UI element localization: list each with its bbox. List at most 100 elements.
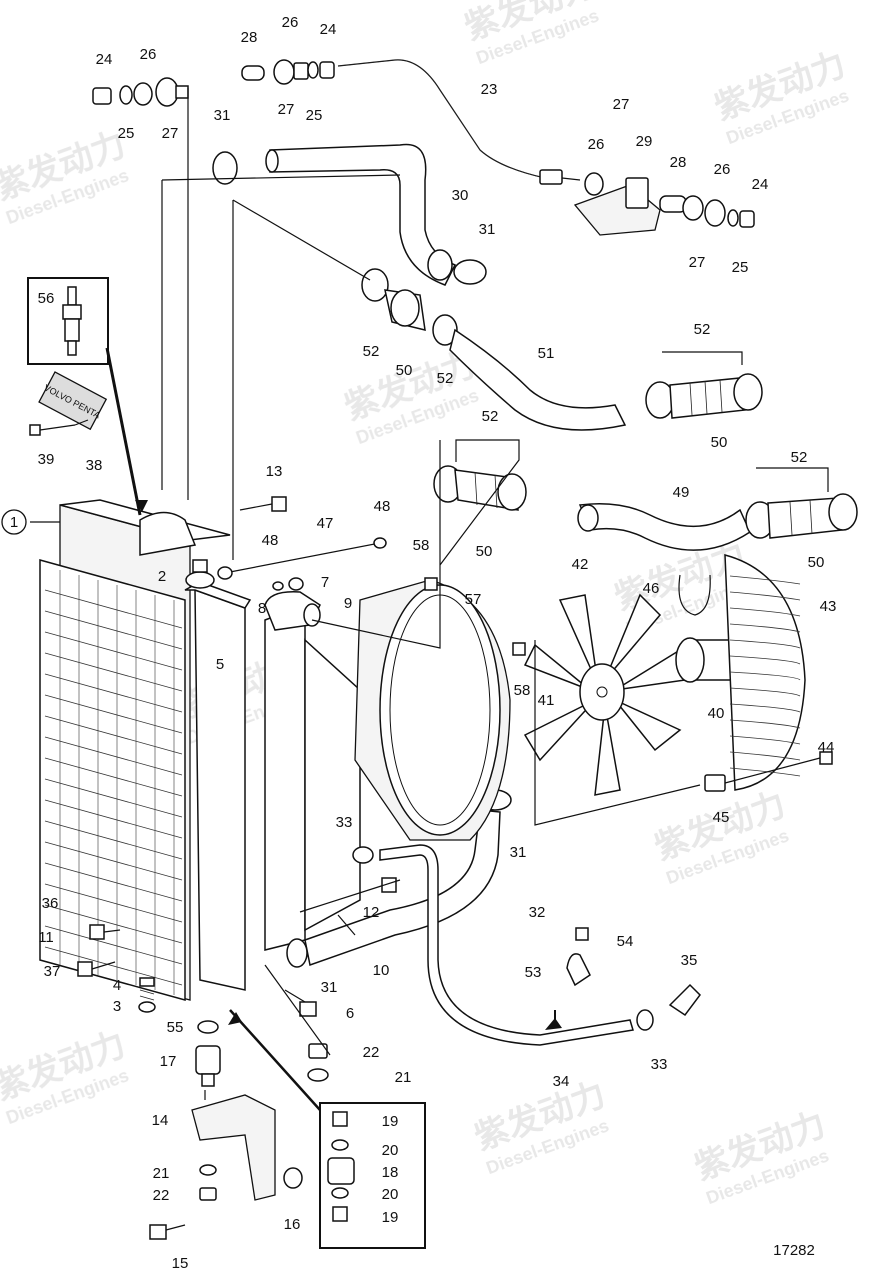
hose-clamp <box>212 151 238 185</box>
callout-17: 17 <box>160 1053 177 1070</box>
callout-23: 23 <box>481 81 498 98</box>
washers-7-8 <box>272 577 304 591</box>
callout-26: 26 <box>282 14 299 31</box>
clamp-53 <box>566 953 591 987</box>
grille-line <box>44 883 183 923</box>
cable-end-fitting <box>539 169 563 185</box>
callout-1: 1 <box>10 514 18 531</box>
callout-22: 22 <box>153 1187 170 1204</box>
callout-11: 11 <box>38 929 54 946</box>
rubber-mount-17 <box>195 1020 221 1087</box>
grille-line <box>44 736 183 776</box>
callout-34: 34 <box>553 1073 570 1090</box>
callout-20: 20 <box>382 1142 399 1159</box>
callout-28: 28 <box>241 29 258 46</box>
mount-assembly-inset <box>327 1111 355 1222</box>
screw-54 <box>575 927 589 941</box>
grille-line <box>44 589 183 629</box>
callout-26: 26 <box>588 136 605 153</box>
callout-25: 25 <box>118 125 135 142</box>
grille-line <box>44 652 183 692</box>
guard-wire <box>729 703 801 713</box>
callout-27: 27 <box>278 101 295 118</box>
callout-52: 52 <box>482 408 499 425</box>
nut-washer-21-22-right <box>307 1043 329 1082</box>
callout-2: 2 <box>158 568 166 585</box>
callout-15: 15 <box>172 1255 189 1272</box>
callout-27: 27 <box>613 96 630 113</box>
bolt-15 <box>149 1224 186 1240</box>
guard-wire <box>729 735 801 745</box>
callout-31: 31 <box>214 107 231 124</box>
grille-line <box>44 925 183 965</box>
callout-22: 22 <box>363 1044 380 1061</box>
bushing-16 <box>283 1167 303 1189</box>
drawing-number: 17282 <box>773 1242 815 1259</box>
grille-line <box>44 946 183 986</box>
hose-51 <box>449 328 627 431</box>
callout-37: 37 <box>44 963 61 980</box>
grille-line <box>44 778 183 818</box>
callout-29: 29 <box>636 133 653 150</box>
callout-31: 31 <box>510 844 527 861</box>
tie-rod-47 <box>217 537 387 580</box>
hose-connector-group-right <box>745 493 858 539</box>
arrow-head <box>135 500 148 512</box>
callout-30: 30 <box>452 187 469 204</box>
clip-46 <box>678 574 711 616</box>
radiator-side-tank <box>194 588 246 991</box>
callout-42: 42 <box>572 556 589 573</box>
callout-27: 27 <box>162 125 179 142</box>
callout-52: 52 <box>437 370 454 387</box>
callout-14: 14 <box>152 1112 169 1129</box>
callout-56: 56 <box>38 290 55 307</box>
hose-connector-group-upper-right <box>645 373 763 419</box>
top-mount-bracket <box>139 511 197 556</box>
callout-33: 33 <box>336 814 353 831</box>
callout-12: 12 <box>363 904 380 921</box>
callout-47: 47 <box>317 515 334 532</box>
guard-wire <box>729 671 801 681</box>
callout-24: 24 <box>320 21 337 38</box>
bolt-58-lower <box>512 642 526 656</box>
cooling-fan <box>523 593 686 796</box>
callout-38: 38 <box>86 457 103 474</box>
guard-wire <box>729 767 801 777</box>
callout-19: 19 <box>382 1113 399 1130</box>
callout-52: 52 <box>694 321 711 338</box>
callout-10: 10 <box>373 962 390 979</box>
callout-25: 25 <box>306 107 323 124</box>
bolt-58-upper <box>424 577 438 591</box>
callout-5: 5 <box>216 656 224 673</box>
callout-28: 28 <box>670 154 687 171</box>
grille-line <box>44 904 183 944</box>
grille-line <box>44 673 183 713</box>
callout-8: 8 <box>258 600 266 617</box>
guard-wire <box>729 719 801 729</box>
hose-connector-group-mid <box>433 465 527 511</box>
callout-58: 58 <box>514 682 531 699</box>
hose-49 <box>578 503 751 551</box>
callout-24: 24 <box>96 51 113 68</box>
callout-21: 21 <box>395 1069 412 1086</box>
guard-wire <box>729 687 801 697</box>
callout-13: 13 <box>266 463 283 480</box>
callout-24: 24 <box>752 176 769 193</box>
callout-50: 50 <box>711 434 728 451</box>
callout-27: 27 <box>689 254 706 271</box>
guard-wire <box>729 607 801 617</box>
bracket-14 <box>191 1094 276 1201</box>
grille-line <box>44 862 183 902</box>
callout-25: 25 <box>732 259 749 276</box>
grille-line <box>44 631 183 671</box>
arrow-head <box>228 1012 242 1025</box>
guard-wire <box>729 575 801 585</box>
clamp-33-upper <box>352 846 374 864</box>
callout-4: 4 <box>113 977 121 994</box>
spring-4-3 <box>138 977 156 1013</box>
callout-26: 26 <box>714 161 731 178</box>
callout-41: 41 <box>538 692 555 709</box>
callout-48: 48 <box>262 532 279 549</box>
fan-shroud <box>354 579 511 841</box>
